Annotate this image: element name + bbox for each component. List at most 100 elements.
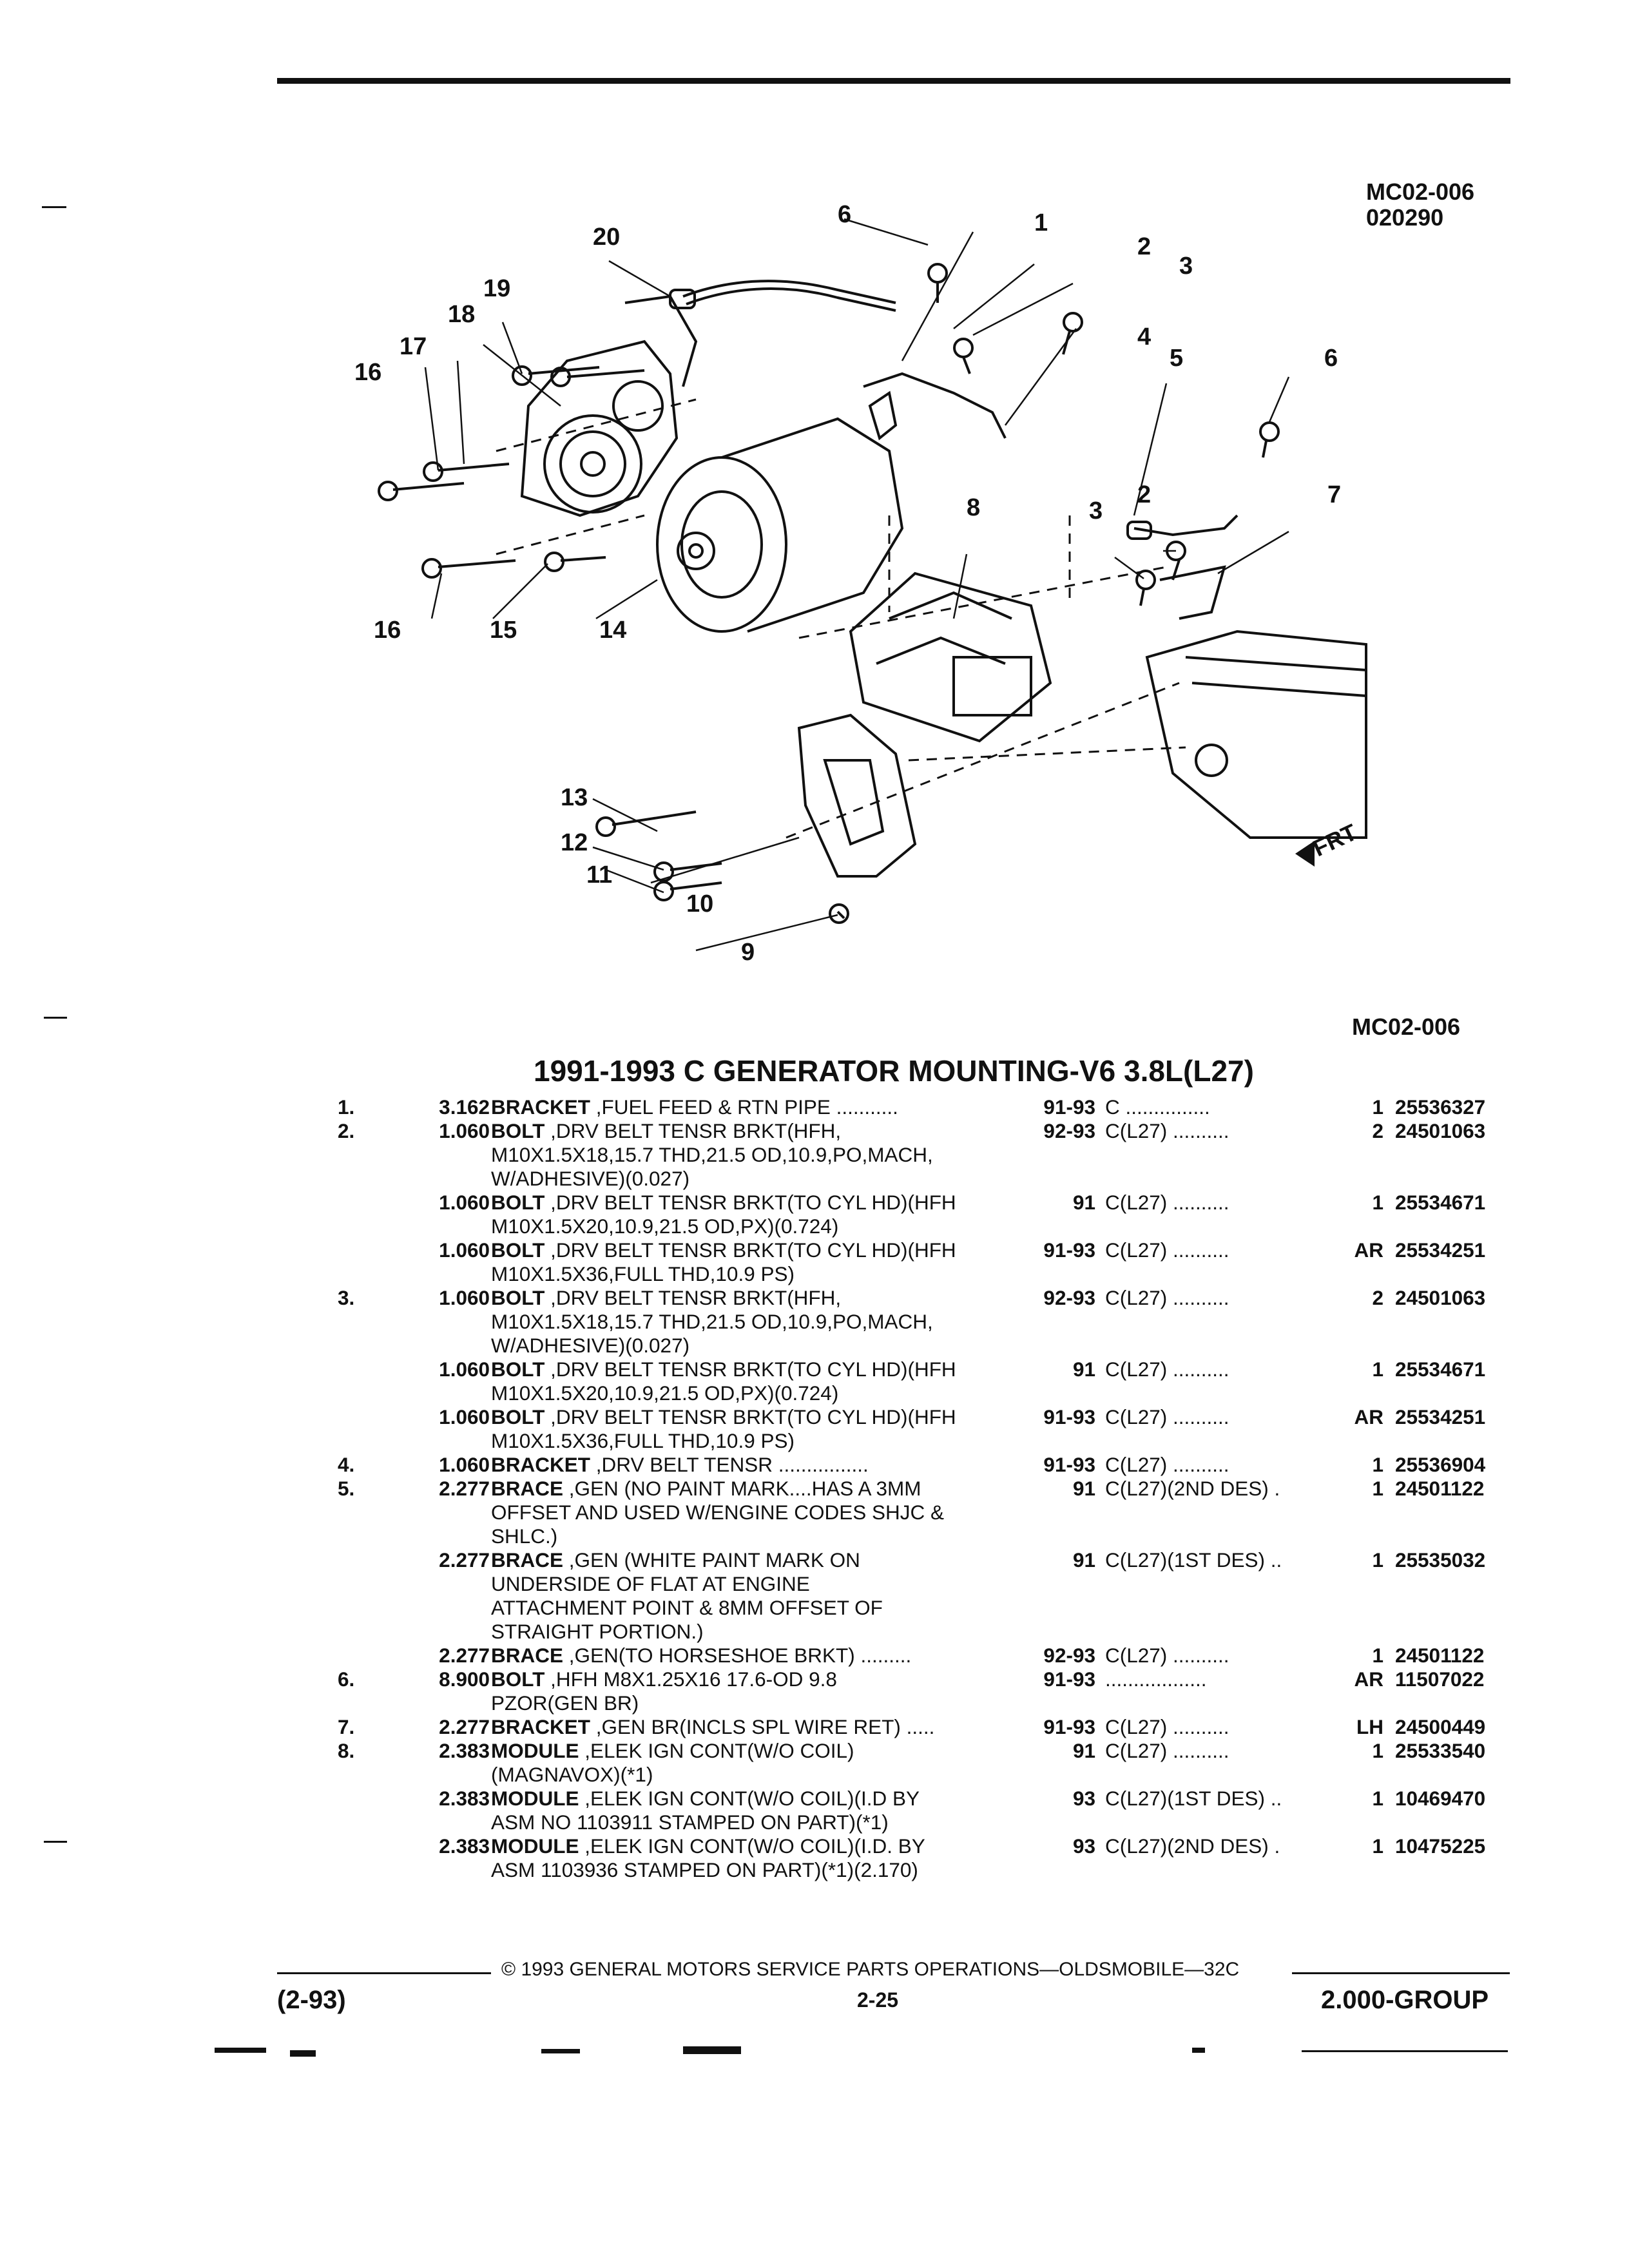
part-description-continued: M10X1.5X36,FULL THD,10.9 PS) [491, 1429, 795, 1452]
part-qty: 1 [1372, 1548, 1383, 1571]
generator-brace-bracket [1159, 565, 1226, 620]
part-years: 93 [1072, 1834, 1095, 1858]
brace-bracket [797, 713, 917, 878]
part-description: MODULE ,ELEK IGN CONT(W/O COIL) [491, 1739, 854, 1763]
callout-19: 19 [483, 275, 510, 302]
part-years: 91 [1072, 1739, 1095, 1762]
part-years: 91-93 [1043, 1667, 1095, 1691]
front-label: FRT [1309, 819, 1361, 862]
part-group-code: 1.060 [439, 1358, 490, 1381]
part-modifier: ,ELEK IGN CONT(W/O COIL) [584, 1739, 854, 1762]
part-group-code: 2.277 [439, 1477, 490, 1500]
callout-9: 9 [741, 939, 755, 966]
part-number: 11507022 [1395, 1667, 1485, 1691]
part-description-continued: M10X1.5X18,15.7 THD,21.5 OD,10.9,PO,MACH… [491, 1143, 933, 1166]
callout-6-right: 6 [1324, 345, 1338, 372]
part-row-line: ASM 1103936 STAMPED ON PART)(*1)(2.170) [322, 1858, 1521, 1882]
part-modifier: ,DRV BELT TENSR BRKT(TO CYL HD)(HFH [550, 1405, 956, 1428]
part-description-continued: ATTACHMENT POINT & 8MM OFFSET OF [491, 1596, 883, 1619]
part-group-code: 2.277 [439, 1644, 490, 1667]
part-years: 91 [1072, 1358, 1095, 1381]
part-row-line: OFFSET AND USED W/ENGINE CODES SHJC & [322, 1501, 1521, 1524]
part-ref: 3. [338, 1286, 355, 1309]
figure-ref: MC02-006 [1352, 1014, 1461, 1040]
part-modifier: ,DRV BELT TENSR BRKT(TO CYL HD)(HFH [550, 1191, 956, 1214]
part-number: 10469470 [1395, 1787, 1486, 1810]
part-row-line: M10X1.5X18,15.7 THD,21.5 OD,10.9,PO,MACH… [322, 1143, 1521, 1167]
part-number: 24500449 [1395, 1715, 1486, 1738]
part-years: 93 [1072, 1787, 1095, 1810]
part-ref: 5. [338, 1477, 355, 1500]
part-description: BOLT ,DRV BELT TENSR BRKT(TO CYL HD)(HFH [491, 1405, 956, 1429]
part-modifier: ,DRV BELT TENSR BRKT(HFH, [550, 1286, 842, 1309]
part-number: 25535032 [1395, 1548, 1486, 1571]
part-model: C ............... [1105, 1095, 1210, 1119]
part-modifier: ,DRV BELT TENSR ................ [595, 1453, 869, 1476]
part-noun: BRACKET [491, 1715, 590, 1738]
part-years: 91-93 [1043, 1453, 1095, 1476]
scan-mark [290, 2050, 316, 2057]
part-row-line: PZOR(GEN BR) [322, 1691, 1521, 1715]
top-rule [277, 78, 1510, 84]
part-years: 91-93 [1043, 1238, 1095, 1262]
part-description-continued: (MAGNAVOX)(*1) [491, 1763, 653, 1786]
part-number: 25536904 [1395, 1453, 1486, 1476]
part-description-continued: W/ADHESIVE)(0.027) [491, 1334, 690, 1357]
part-number: 25534671 [1395, 1191, 1486, 1214]
part-modifier: ,DRV BELT TENSR BRKT(HFH, [550, 1119, 842, 1142]
part-years: 91-93 [1043, 1715, 1095, 1738]
part-row-line: M10X1.5X18,15.7 THD,21.5 OD,10.9,PO,MACH… [322, 1310, 1521, 1334]
part-qty: AR [1354, 1405, 1384, 1428]
part-row-line: M10X1.5X20,10.9,21.5 OD,PX)(0.724) [322, 1381, 1521, 1405]
part-noun: MODULE [491, 1834, 579, 1858]
part-qty: 1 [1372, 1191, 1383, 1214]
part-model: C(L27) .......... [1105, 1358, 1229, 1381]
callout-3-top: 3 [1179, 253, 1193, 280]
callout-5: 5 [1170, 345, 1183, 372]
fuel-pipe [682, 280, 896, 304]
callout-13: 13 [561, 784, 588, 811]
callout-17: 17 [400, 333, 427, 360]
part-description: BOLT ,DRV BELT TENSR BRKT(TO CYL HD)(HFH [491, 1358, 956, 1381]
callout-20: 20 [593, 224, 620, 251]
callout-1: 1 [1034, 209, 1048, 236]
part-model: C(L27)(1ST DES) .. [1105, 1787, 1282, 1810]
part-group-code: 1.060 [439, 1191, 490, 1214]
part-description: BOLT ,DRV BELT TENSR BRKT(TO CYL HD)(HFH [491, 1238, 956, 1262]
part-years: 91-93 [1043, 1405, 1095, 1428]
part-qty: 1 [1372, 1453, 1383, 1476]
part-group-code: 1.060 [439, 1286, 490, 1309]
part-modifier: ,GEN BR(INCLS SPL WIRE RET) ..... [595, 1715, 935, 1738]
part-qty: 1 [1372, 1644, 1383, 1667]
part-qty: 1 [1372, 1477, 1383, 1500]
generator-body [656, 456, 787, 633]
part-years: 92-93 [1043, 1644, 1095, 1667]
part-years: 92-93 [1043, 1286, 1095, 1309]
part-modifier: ,ELEK IGN CONT(W/O COIL)(I.D BY [584, 1787, 920, 1810]
part-model: C(L27) .......... [1105, 1286, 1229, 1309]
part-qty: AR [1354, 1238, 1384, 1262]
part-model: C(L27)(2ND DES) . [1105, 1834, 1280, 1858]
part-noun: MODULE [491, 1739, 579, 1762]
part-number: 25534251 [1395, 1405, 1486, 1428]
figure-code-block: MC02-006 020290 [1366, 179, 1474, 231]
part-years: 92-93 [1043, 1119, 1095, 1142]
part-modifier: ,ELEK IGN CONT(W/O COIL)(I.D. BY [584, 1834, 925, 1858]
part-number: 24501122 [1395, 1644, 1485, 1667]
part-number: 25534671 [1395, 1358, 1486, 1381]
generator-brace [1133, 514, 1239, 537]
footer-rule-right [1292, 1972, 1510, 1974]
